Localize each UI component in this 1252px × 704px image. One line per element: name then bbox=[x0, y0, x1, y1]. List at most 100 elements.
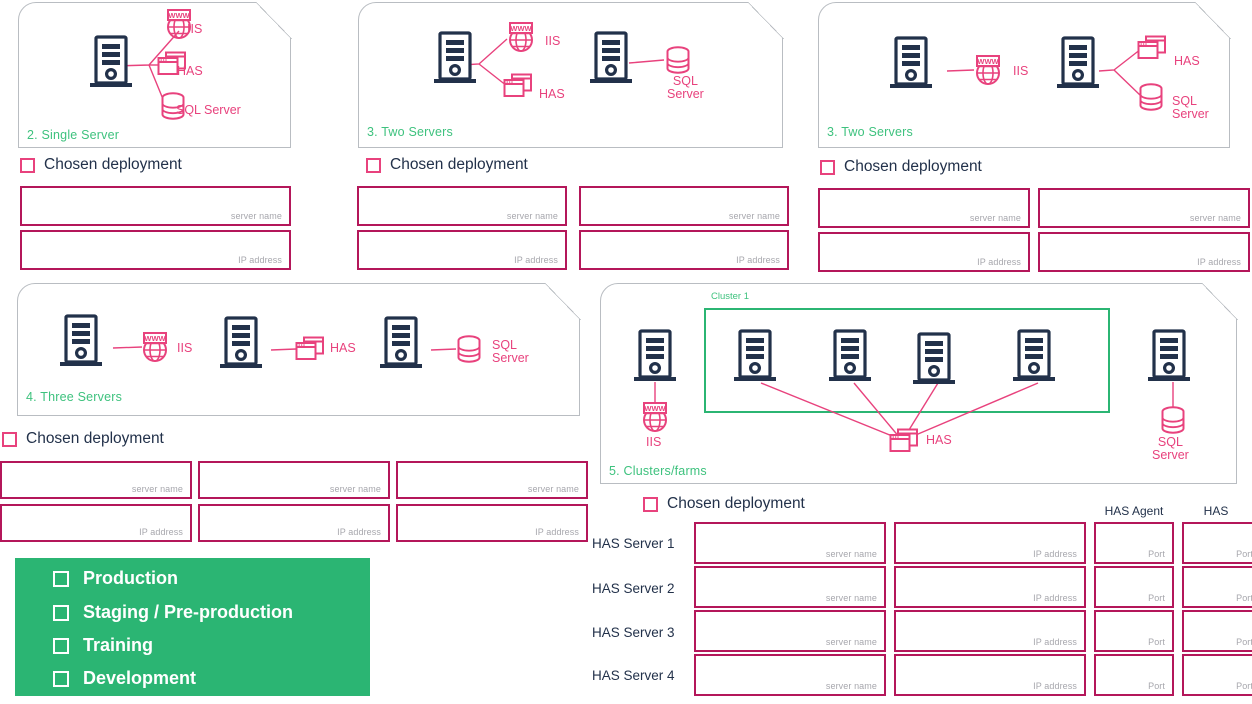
environment-item-development[interactable]: Development bbox=[53, 668, 196, 689]
checkbox-icon[interactable] bbox=[53, 604, 69, 621]
windows-icon bbox=[1137, 35, 1167, 60]
row-label-has-server-1: HAS Server 1 bbox=[592, 536, 675, 551]
server-name-field[interactable]: server name bbox=[20, 186, 291, 226]
chosen-deployment-label: Chosen deployment bbox=[667, 495, 805, 512]
ip-address-field[interactable]: IP address bbox=[396, 504, 588, 542]
role-label-has: HAS bbox=[539, 87, 565, 101]
has-agent-port-field-4[interactable]: Port bbox=[1094, 654, 1174, 696]
cluster-label: Cluster 1 bbox=[711, 291, 750, 302]
has-agent-port-field-2[interactable]: Port bbox=[1094, 566, 1174, 608]
panel-folded-corner bbox=[1202, 283, 1238, 320]
ip-address-field[interactable]: IP address bbox=[579, 230, 789, 270]
checkbox-icon[interactable] bbox=[53, 670, 69, 687]
server-name-field[interactable]: server name bbox=[0, 461, 192, 499]
panel-folded-corner bbox=[1195, 2, 1231, 39]
chosen-deployment-label: Chosen deployment bbox=[844, 158, 982, 175]
environment-item-production[interactable]: Production bbox=[53, 568, 178, 589]
environment-label: Development bbox=[83, 668, 197, 688]
placeholder-text: server name bbox=[1189, 213, 1241, 223]
server-icon bbox=[590, 31, 632, 84]
placeholder-text: IP address bbox=[1033, 593, 1077, 603]
environment-item-staging[interactable]: Staging / Pre-production bbox=[53, 602, 293, 623]
www-icon bbox=[505, 22, 537, 52]
www-icon bbox=[972, 55, 1004, 85]
server-name-field[interactable]: server name bbox=[198, 461, 390, 499]
placeholder-text: IP address bbox=[1033, 681, 1077, 691]
has-port-field-3[interactable]: Port bbox=[1182, 610, 1252, 652]
placeholder-text: IP address bbox=[736, 255, 780, 265]
role-label-sql: SQL Server bbox=[176, 103, 241, 117]
chosen-deployment-label: Chosen deployment bbox=[390, 156, 528, 173]
placeholder-text: server name bbox=[131, 484, 183, 494]
ip-address-field-has-4[interactable]: IP address bbox=[894, 654, 1086, 696]
panel-title: 2. Single Server bbox=[27, 128, 120, 142]
role-label-has: HAS bbox=[1174, 54, 1200, 68]
chosen-deployment-two-servers-b[interactable]: Chosen deployment bbox=[820, 158, 982, 176]
chosen-deployment-clusters[interactable]: Chosen deployment bbox=[643, 495, 805, 513]
placeholder-text: IP address bbox=[1197, 257, 1241, 267]
chosen-deployment-two-servers-a[interactable]: Chosen deployment bbox=[366, 156, 528, 174]
placeholder-text: server name bbox=[825, 637, 877, 647]
checkbox-icon[interactable] bbox=[366, 157, 381, 173]
column-header-has: HAS bbox=[1203, 504, 1229, 518]
ip-address-field[interactable]: IP address bbox=[357, 230, 567, 270]
panel-title: 5. Clusters/farms bbox=[609, 464, 707, 478]
chosen-deployment-single-server[interactable]: Chosen deployment bbox=[20, 156, 182, 174]
server-name-field[interactable]: server name bbox=[396, 461, 588, 499]
server-icon bbox=[1148, 329, 1190, 382]
has-agent-port-field-1[interactable]: Port bbox=[1094, 522, 1174, 564]
ip-address-field[interactable]: IP address bbox=[0, 504, 192, 542]
server-name-field-has-4[interactable]: server name bbox=[694, 654, 886, 696]
has-agent-port-field-3[interactable]: Port bbox=[1094, 610, 1174, 652]
ip-address-field[interactable]: IP address bbox=[198, 504, 390, 542]
has-port-field-2[interactable]: Port bbox=[1182, 566, 1252, 608]
has-port-field-1[interactable]: Port bbox=[1182, 522, 1252, 564]
role-label-iis: IIS bbox=[545, 34, 561, 48]
checkbox-icon[interactable] bbox=[643, 496, 658, 512]
placeholder-text: server name bbox=[825, 593, 877, 603]
chosen-deployment-label: Chosen deployment bbox=[44, 156, 182, 173]
role-label-has: HAS bbox=[177, 64, 203, 78]
chosen-deployment-three-servers[interactable]: Chosen deployment bbox=[2, 430, 164, 448]
environment-label: Production bbox=[83, 568, 178, 588]
role-label-has: HAS bbox=[330, 341, 356, 355]
server-icon bbox=[1013, 329, 1055, 382]
role-label-sql: SQL Server bbox=[1172, 94, 1209, 121]
ip-address-field-has-1[interactable]: IP address bbox=[894, 522, 1086, 564]
checkbox-icon[interactable] bbox=[53, 637, 69, 654]
checkbox-icon[interactable] bbox=[53, 570, 69, 587]
placeholder-text: server name bbox=[969, 213, 1021, 223]
placeholder-text: IP address bbox=[535, 527, 579, 537]
server-icon bbox=[829, 329, 871, 382]
server-name-field-has-3[interactable]: server name bbox=[694, 610, 886, 652]
checkbox-icon[interactable] bbox=[820, 159, 835, 175]
server-name-field[interactable]: server name bbox=[357, 186, 567, 226]
row-label-has-server-2: HAS Server 2 bbox=[592, 581, 675, 596]
ip-address-field[interactable]: IP address bbox=[818, 232, 1030, 272]
panel-clusters-farms: Cluster 1 IIS HAS SQL Se bbox=[600, 283, 1238, 484]
placeholder-text: server name bbox=[506, 211, 558, 221]
checkbox-icon[interactable] bbox=[2, 431, 17, 447]
server-name-field-has-1[interactable]: server name bbox=[694, 522, 886, 564]
placeholder-text: server name bbox=[825, 681, 877, 691]
server-name-field[interactable]: server name bbox=[1038, 188, 1250, 228]
environment-item-training[interactable]: Training bbox=[53, 635, 153, 656]
server-name-field-has-2[interactable]: server name bbox=[694, 566, 886, 608]
role-label-sql: SQL Server bbox=[667, 74, 704, 101]
checkbox-icon[interactable] bbox=[20, 157, 35, 173]
ip-address-field-has-2[interactable]: IP address bbox=[894, 566, 1086, 608]
ip-address-field-has-3[interactable]: IP address bbox=[894, 610, 1086, 652]
placeholder-text: server name bbox=[825, 549, 877, 559]
ip-address-field[interactable]: IP address bbox=[1038, 232, 1250, 272]
has-port-field-4[interactable]: Port bbox=[1182, 654, 1252, 696]
server-name-field[interactable]: server name bbox=[818, 188, 1030, 228]
placeholder-text: IP address bbox=[514, 255, 558, 265]
role-label-sql: SQL Server bbox=[1152, 435, 1189, 462]
column-header-has-agent: HAS Agent bbox=[1104, 504, 1164, 518]
database-icon bbox=[664, 46, 692, 74]
panel-folded-corner bbox=[748, 2, 784, 39]
www-icon bbox=[639, 402, 671, 432]
server-name-field[interactable]: server name bbox=[579, 186, 789, 226]
server-icon bbox=[913, 332, 955, 385]
ip-address-field[interactable]: IP address bbox=[20, 230, 291, 270]
